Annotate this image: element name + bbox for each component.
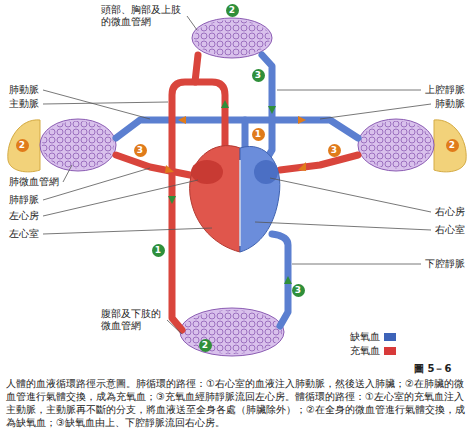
region-label: 腹部及下肢的微血管網 — [100, 308, 164, 332]
leader-line — [255, 222, 431, 230]
right-atrium — [254, 160, 278, 184]
vessel-label: 肺靜脈 — [8, 194, 40, 206]
legend-row: 充氧血 — [350, 344, 396, 358]
pulmonary-vein — [116, 155, 195, 176]
flow-arrow — [168, 196, 176, 204]
capillary-mesh — [194, 20, 270, 56]
capillary-network — [40, 119, 116, 171]
vessel-label: 上腔靜脈 — [424, 84, 466, 96]
leader-line — [167, 320, 182, 334]
callout-number: 3 — [134, 144, 147, 157]
vessels — [116, 55, 358, 330]
leader-line — [43, 102, 168, 104]
callout-number: 3 — [252, 69, 265, 82]
capillary-network — [180, 308, 284, 356]
region-label: 頭部、胸部及上肢的微血管網 — [100, 4, 184, 28]
leader-line — [63, 165, 72, 182]
aorta-branch — [195, 55, 198, 82]
flow-arrow — [178, 116, 186, 124]
region-label: 肺微血管網 — [8, 176, 60, 188]
callout-number: 2 — [16, 139, 29, 152]
legend-swatch — [384, 347, 396, 355]
callout-number: 1 — [152, 244, 165, 257]
callout-number: 1 — [252, 128, 265, 141]
legend-row: 缺氧血 — [350, 330, 396, 344]
vessel-label: 下腔靜脈 — [424, 258, 466, 270]
flow-arrow — [268, 106, 276, 114]
figure-number: 圖 5－6 — [412, 362, 453, 376]
legend-text: 缺氧血 — [350, 330, 380, 344]
flow-arrow — [221, 100, 229, 108]
flow-arrow — [298, 162, 306, 171]
flow-arrow — [165, 165, 174, 173]
leader-line — [43, 228, 212, 234]
heart-right-side — [240, 146, 280, 252]
inferior-vena-cava — [272, 234, 288, 326]
vessel-label: 肺動脈 — [434, 98, 466, 110]
pulmonary-vein — [280, 155, 358, 170]
chamber-label: 左心房 — [8, 210, 40, 222]
leader-line — [292, 264, 421, 265]
leader-line — [320, 104, 431, 119]
capillary-network — [192, 18, 272, 58]
leader-line — [43, 90, 150, 119]
lung — [8, 120, 40, 172]
caption: 人體的血液循環路徑示意圖。肺循環的路徑：①右心室的血液注入肺動脈，然後送入肺臟；… — [6, 377, 468, 429]
capillary-mesh — [360, 121, 432, 169]
vessel-label: 肺動脈 — [8, 84, 40, 96]
leader-line — [43, 180, 198, 216]
callout-number: 3 — [328, 144, 341, 157]
chamber-label: 右心室 — [434, 224, 466, 236]
callout-number: 2 — [199, 339, 212, 352]
heart-left-side — [190, 146, 240, 252]
callout-number: 2 — [226, 4, 239, 17]
leader-line — [187, 16, 197, 30]
flow-arrow — [298, 116, 306, 124]
lung — [434, 120, 466, 172]
capillary-mesh — [182, 310, 282, 354]
callout-number: 2 — [446, 139, 459, 152]
vessel-label: 主動脈 — [8, 98, 40, 110]
capillary-network — [358, 119, 434, 171]
legend-swatch — [384, 333, 396, 341]
leader-line — [277, 90, 421, 91]
legend-text: 充氧血 — [350, 344, 380, 358]
flow-arrow — [284, 276, 292, 284]
septum — [239, 160, 240, 246]
chamber-label: 右心房 — [434, 206, 466, 218]
legend: 缺氧血充氧血 — [350, 330, 396, 358]
callout-number: 3 — [292, 284, 305, 297]
leader-line — [270, 178, 431, 212]
chamber-label: 左心室 — [8, 228, 40, 240]
capillary-mesh — [42, 121, 114, 169]
